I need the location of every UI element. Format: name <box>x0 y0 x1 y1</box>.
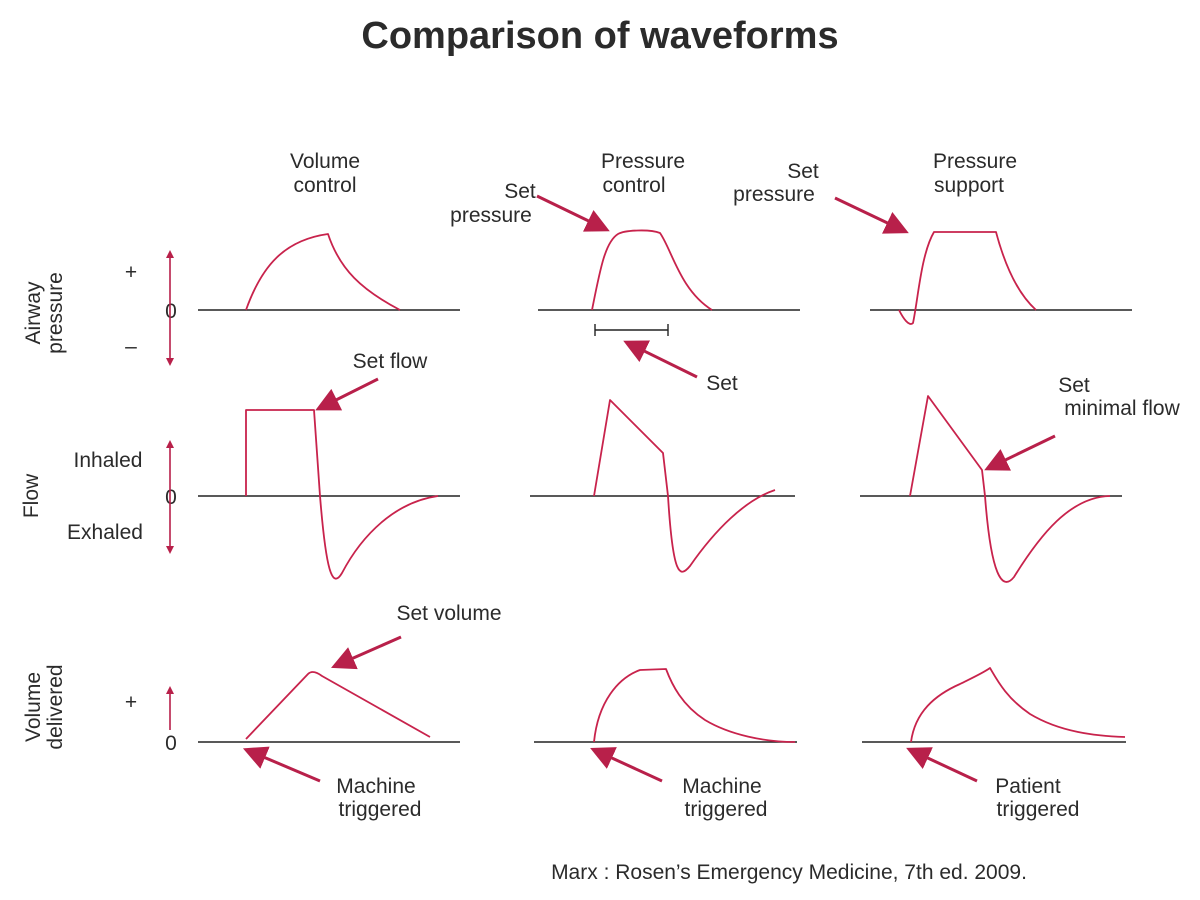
row-label-flow: Flow <box>20 473 43 518</box>
svg-text:Set: Set <box>504 180 536 203</box>
svg-text:triggered: triggered <box>685 798 768 821</box>
svg-text:Volume: Volume <box>290 150 360 173</box>
annotation-set-minimal-flow: Set minimal flow <box>1058 374 1180 420</box>
arrow-set-pressure-pc <box>536 194 610 232</box>
flow-range-arrow <box>166 440 174 554</box>
svg-text:Machine: Machine <box>336 775 415 798</box>
svg-text:triggered: triggered <box>997 798 1080 821</box>
waveform-pressure-pressure-control <box>591 229 713 311</box>
svg-text:Airway: Airway <box>22 281 45 345</box>
set-time-bar <box>594 324 669 336</box>
waveform-volume-pressure-control <box>593 668 796 743</box>
citation: Marx : Rosen’s Emergency Medicine, 7th e… <box>551 861 1027 884</box>
row-label-volume-delivered: Volume delivered <box>22 664 67 749</box>
waveform-flow-pressure-control <box>593 399 776 573</box>
arrow-set-flow <box>315 377 379 411</box>
annotation-trigger-vc: Machine triggered <box>336 775 421 821</box>
arrow-set-volume <box>331 635 402 670</box>
svg-text:Patient: Patient <box>995 775 1061 798</box>
svg-text:control: control <box>602 174 665 197</box>
svg-text:minimal flow: minimal flow <box>1064 397 1180 420</box>
column-header-pressure-control: Pressure control <box>601 150 685 197</box>
arrow-set-pressure-ps <box>834 196 909 234</box>
arrow-trigger-pc <box>590 747 663 783</box>
volume-range-arrow <box>166 686 174 730</box>
arrow-set-time <box>623 340 698 379</box>
annotation-set-pressure-pc: Set pressure <box>450 180 536 227</box>
row-label-airway-pressure: Airway pressure <box>22 272 67 354</box>
waveform-flow-volume-control <box>245 409 439 580</box>
volume-zero-label: 0 <box>165 732 177 755</box>
svg-text:support: support <box>934 174 1004 197</box>
volume-plus-label: + <box>125 691 137 714</box>
annotation-trigger-ps: Patient triggered <box>995 775 1079 821</box>
flow-exhaled-label: Exhaled <box>67 521 143 544</box>
svg-text:Set: Set <box>1058 374 1090 397</box>
waveform-volume-pressure-support <box>910 667 1126 743</box>
pressure-plus-label: + <box>125 261 137 284</box>
flow-zero-label: 0 <box>165 486 177 509</box>
svg-text:Set: Set <box>787 160 819 183</box>
annotation-arrows <box>242 194 1056 783</box>
svg-text:Pressure: Pressure <box>601 150 685 173</box>
arrow-trigger-ps <box>906 747 978 783</box>
annotation-set-pressure-ps: Set pressure <box>733 160 819 206</box>
waveform-pressure-volume-control <box>245 233 401 311</box>
svg-text:Flow: Flow <box>20 473 43 518</box>
waveform-pressure-pressure-support <box>898 231 1037 325</box>
svg-text:delivered: delivered <box>44 664 67 749</box>
flow-inhaled-label: Inhaled <box>74 449 143 472</box>
annotation-set-flow: Set flow <box>353 350 429 373</box>
svg-text:pressure: pressure <box>733 183 815 206</box>
column-header-pressure-support: Pressure support <box>933 150 1017 197</box>
column-header-volume-control: Volume control <box>290 150 360 197</box>
svg-text:control: control <box>293 174 356 197</box>
svg-text:Volume: Volume <box>22 672 45 742</box>
svg-text:pressure: pressure <box>44 272 67 354</box>
arrow-trigger-vc <box>242 746 321 783</box>
arrow-set-minimal-flow <box>984 434 1056 471</box>
waveform-flow-pressure-support <box>909 395 1111 583</box>
annotation-set-volume: Set volume <box>396 602 501 625</box>
waveform-volume-volume-control <box>245 671 431 740</box>
svg-text:Pressure: Pressure <box>933 150 1017 173</box>
svg-text:pressure: pressure <box>450 204 532 227</box>
baselines <box>198 309 1132 743</box>
svg-text:triggered: triggered <box>339 798 422 821</box>
pressure-range-arrow <box>166 250 174 366</box>
annotation-set-time: Set <box>706 372 738 395</box>
page-title: Comparison of waveforms <box>361 15 838 57</box>
svg-text:Machine: Machine <box>682 775 761 798</box>
pressure-minus-label: – <box>125 335 137 358</box>
pressure-zero-label: 0 <box>165 300 177 323</box>
annotation-trigger-pc: Machine triggered <box>682 775 767 821</box>
